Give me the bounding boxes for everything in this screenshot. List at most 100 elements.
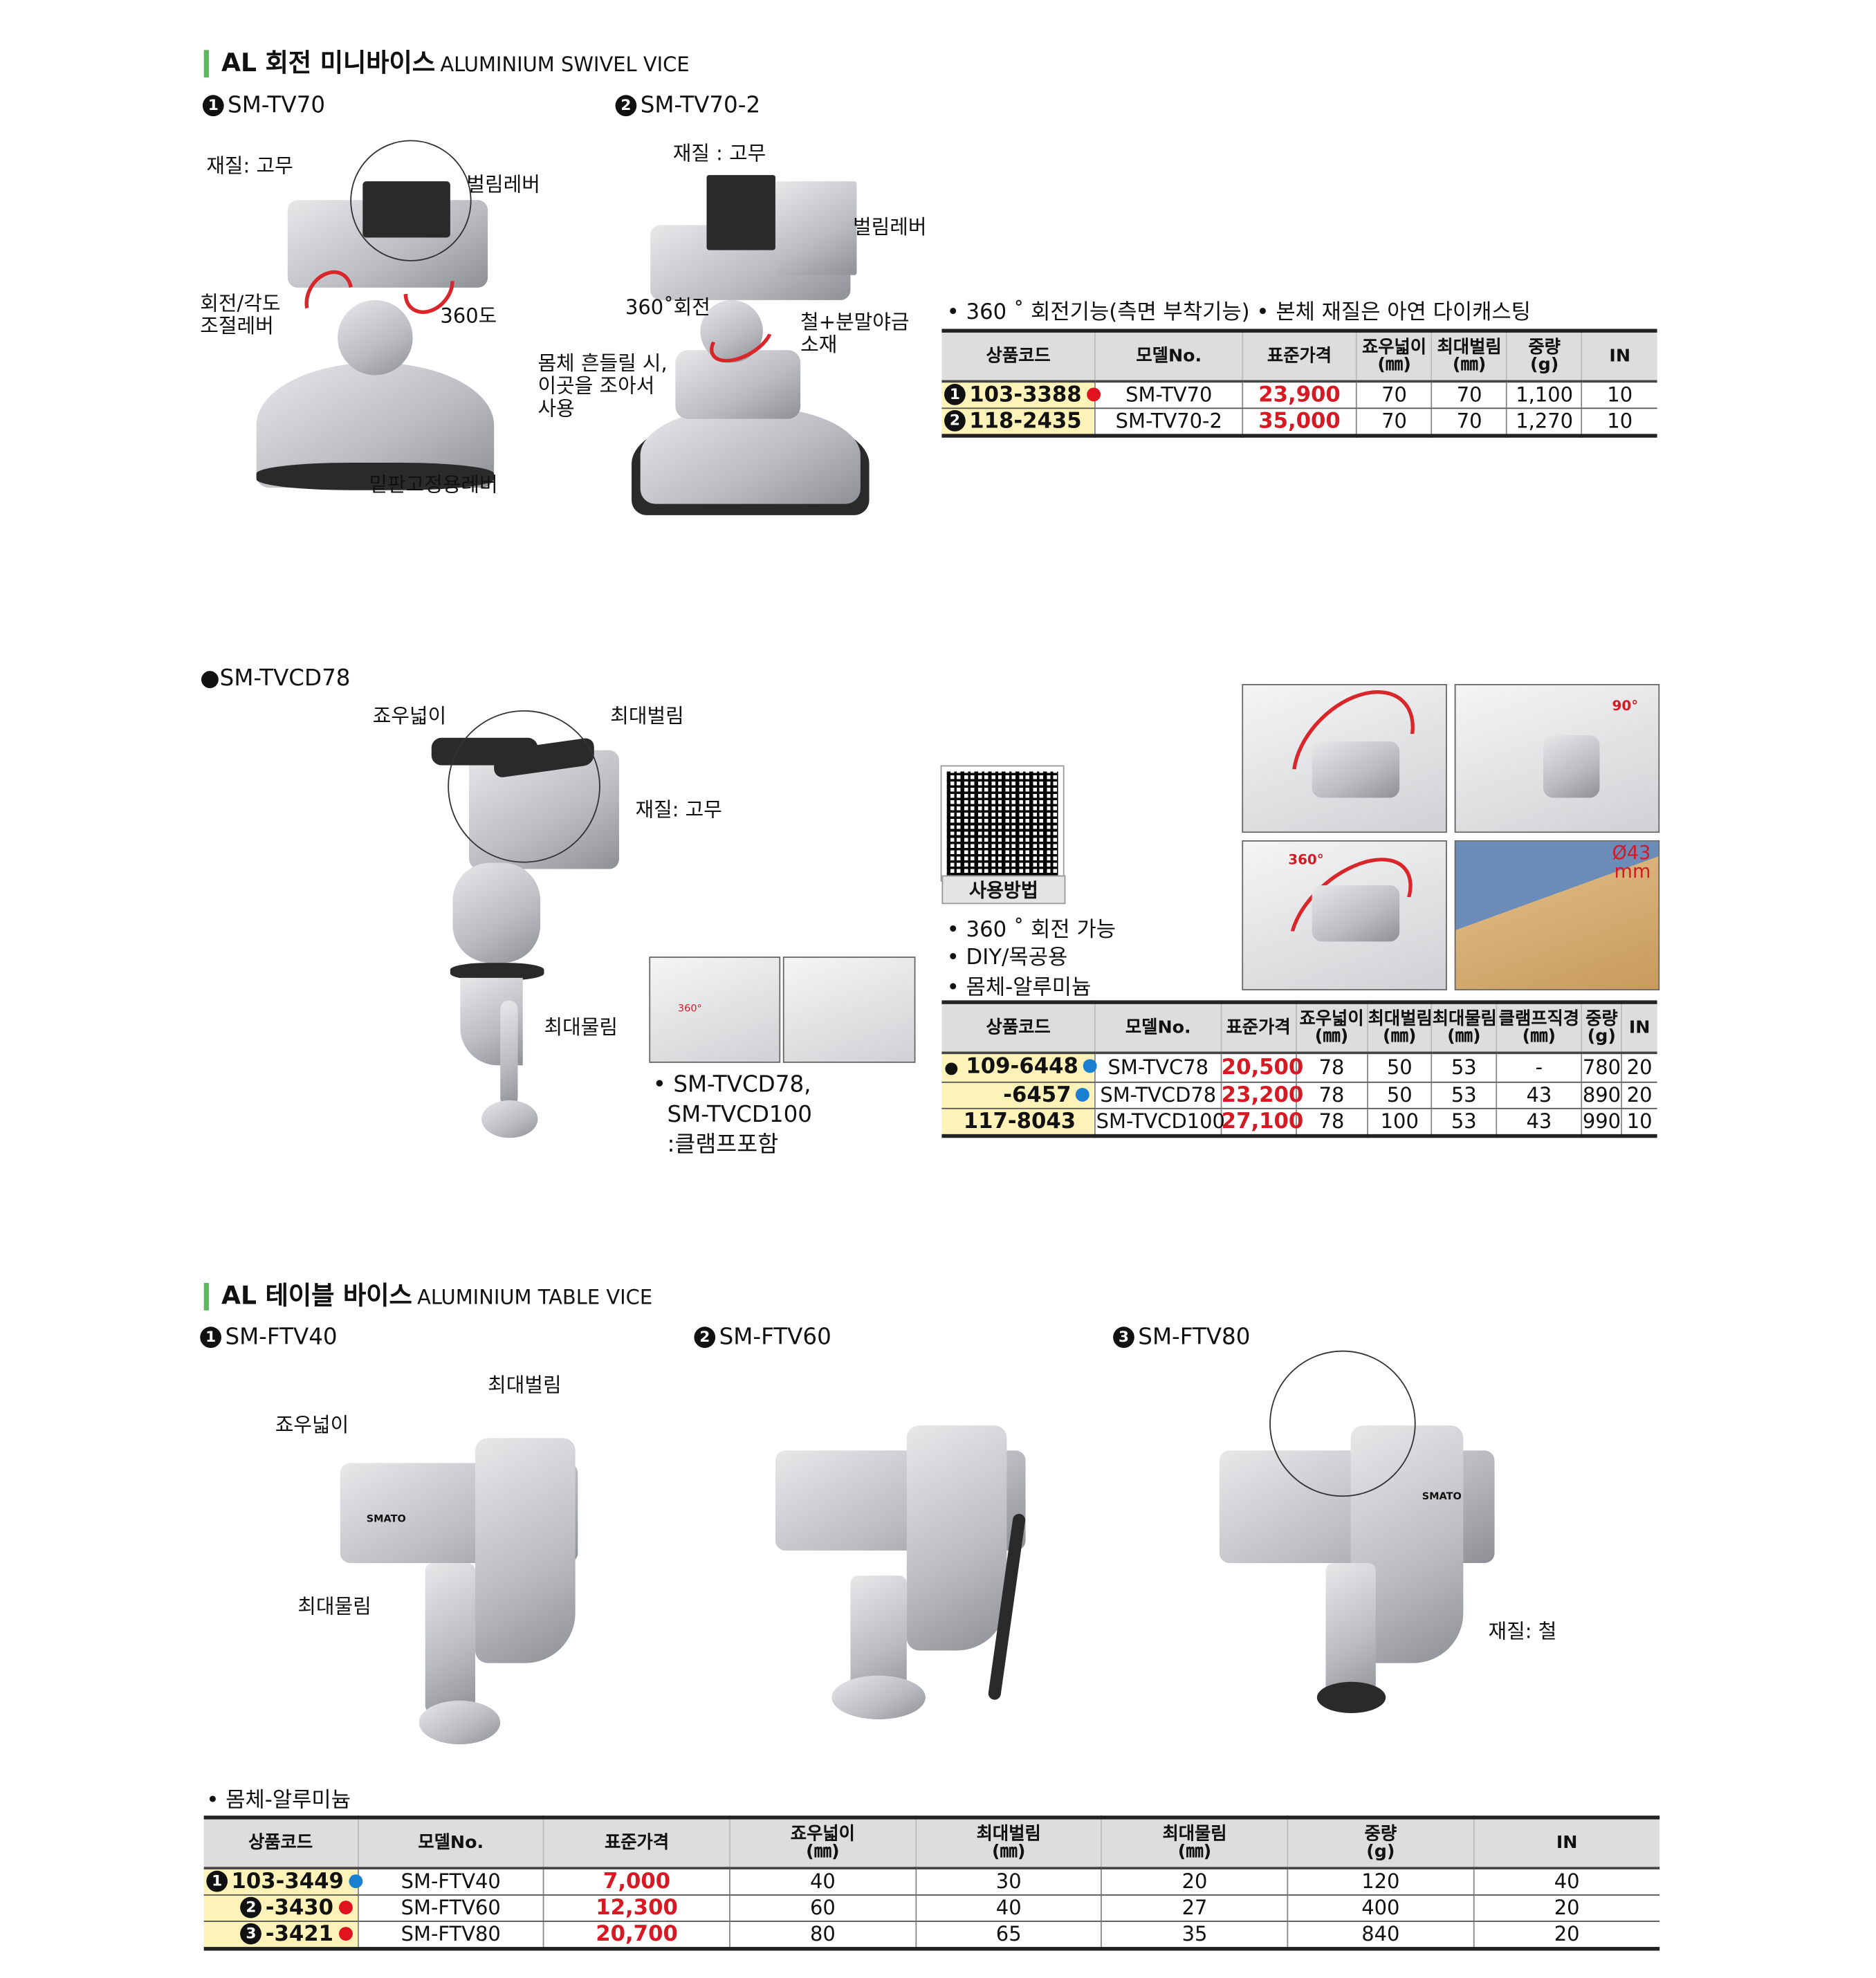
product-code: 117-8043 xyxy=(963,1109,1076,1134)
value-cell: 27 xyxy=(1101,1895,1288,1922)
column-header: 최대벌림 (㎜) xyxy=(914,1817,1102,1869)
stock-status-dot xyxy=(349,1874,363,1889)
column-header: 최대벌림 (㎜) xyxy=(1431,331,1507,383)
value-cell: 53 xyxy=(1431,1053,1496,1083)
value-cell: 78 xyxy=(1295,1053,1368,1083)
number-badge: 1 xyxy=(200,1327,222,1349)
price-cell: 23,900 xyxy=(1241,381,1357,409)
stock-status-dot xyxy=(338,1901,353,1915)
number-badge: 2 xyxy=(615,95,637,117)
label-spread-lever: 벌림레버 xyxy=(466,172,540,196)
product-code: 103-3388 xyxy=(969,382,1082,408)
value-cell: 1,270 xyxy=(1506,408,1582,436)
stock-status-dot xyxy=(1076,1087,1090,1102)
value-cell: 53 xyxy=(1431,1108,1496,1137)
value-cell: 78 xyxy=(1295,1082,1368,1109)
product-code-cell: 3-3421 xyxy=(203,1921,358,1950)
value-cell: 20 xyxy=(1620,1053,1657,1083)
feature-item: • 360 ˚ 회전 가능 xyxy=(946,918,1116,943)
row-number-badge: 2 xyxy=(944,410,966,432)
value-cell: 35 xyxy=(1101,1921,1288,1950)
column-header: 상품코드 xyxy=(941,331,1096,383)
column-header: 최대벌림 (㎜) xyxy=(1366,1002,1433,1055)
qr-code[interactable] xyxy=(940,765,1065,882)
column-header: 중량 (g) xyxy=(1506,331,1582,383)
photo-rotate-360: 360° xyxy=(1242,840,1447,990)
label-material: 재질: 고무 xyxy=(635,797,722,822)
label-alloy: 철+분말야금 소재 xyxy=(800,310,910,357)
price-cell: 20,700 xyxy=(543,1921,730,1950)
value-cell: 65 xyxy=(914,1921,1102,1950)
number-badge: 1 xyxy=(202,95,224,117)
brand-logo: SMATO xyxy=(366,1513,406,1524)
value-cell: 10 xyxy=(1581,381,1657,409)
label-spread-lever: 벌림레버 xyxy=(853,214,927,239)
row-number-badge: 1 xyxy=(206,1870,228,1892)
value-cell: 20 xyxy=(1473,1921,1660,1950)
column-header: 최대물림 (㎜) xyxy=(1431,1002,1497,1055)
label-360-deg: 360° xyxy=(1288,851,1324,868)
value-cell: 10 xyxy=(1620,1108,1657,1137)
column-header: IN xyxy=(1620,1002,1657,1055)
product-code: 103-3449 xyxy=(231,1869,344,1895)
product-code: 118-2435 xyxy=(969,409,1082,434)
label-tighten-note: 몸체 흔들릴 시, 이곳을 조아서 사용 xyxy=(537,351,668,420)
clamp-note: • SM-TVCD78, SM-TVCD100 :클램프포함 xyxy=(652,1071,813,1158)
value-cell: 70 xyxy=(1356,381,1432,409)
label-360-small: 360° xyxy=(677,1003,702,1015)
value-cell: 30 xyxy=(914,1868,1102,1896)
model-cell: SM-FTV40 xyxy=(357,1868,544,1896)
row-number-badge: 1 xyxy=(944,384,966,405)
stock-status-dot xyxy=(1086,387,1101,402)
value-cell: 43 xyxy=(1495,1108,1582,1137)
value-cell: 78 xyxy=(1295,1108,1368,1137)
value-cell: 20 xyxy=(1473,1895,1660,1922)
product-code: 109-6448 xyxy=(966,1054,1078,1080)
feature-item: • DIY/목공용 xyxy=(946,945,1068,971)
column-header: 상품코드 xyxy=(941,1002,1096,1055)
value-cell: 40 xyxy=(914,1895,1102,1922)
features-text: • 360 ˚ 회전기능(측면 부착기능) • 본체 재질은 아연 다이캐스팅 xyxy=(946,299,1531,326)
value-cell: 50 xyxy=(1366,1082,1432,1109)
column-header: 죠우넓이 (㎜) xyxy=(1356,331,1432,383)
price-cell: 23,200 xyxy=(1220,1082,1304,1109)
value-cell: 80 xyxy=(729,1921,916,1950)
value-cell: 1,100 xyxy=(1506,381,1582,409)
stock-status-dot xyxy=(338,1927,353,1941)
number-badge: 3 xyxy=(1113,1327,1134,1349)
title-ko: AL 회전 미니바이스 xyxy=(221,47,436,78)
label-material: 재질: 철 xyxy=(1488,1619,1557,1643)
model-cell: SM-TVCD78 xyxy=(1094,1082,1221,1109)
model-cell: SM-FTV60 xyxy=(357,1895,544,1922)
product-code-cell: ● 109-6448 xyxy=(941,1053,1097,1083)
feature-item: • 몸체-알루미늄 xyxy=(946,975,1092,1001)
label-90-deg: 90° xyxy=(1612,697,1639,714)
price-cell: 20,500 xyxy=(1220,1053,1303,1083)
column-header: 죠우넓이 (㎜) xyxy=(729,1817,916,1869)
value-cell: 53 xyxy=(1431,1082,1496,1109)
row-number-badge: ● xyxy=(944,1059,959,1078)
model-heading-tvcd78: ●SM-TVCD78 xyxy=(200,665,351,692)
column-header: 중량 (g) xyxy=(1287,1817,1474,1869)
label-max-open: 최대벌림 xyxy=(488,1373,562,1397)
label-360-rotation: 360˚회전 xyxy=(625,295,710,320)
price-cell: 12,300 xyxy=(543,1895,730,1922)
value-cell: 40 xyxy=(729,1868,916,1896)
value-cell: 100 xyxy=(1366,1108,1432,1137)
column-header: 클램프직경 (㎜) xyxy=(1495,1002,1582,1055)
value-cell: 70 xyxy=(1431,408,1507,436)
price-cell: 35,000 xyxy=(1241,408,1357,436)
label-max-open: 최대벌림 xyxy=(610,703,684,728)
